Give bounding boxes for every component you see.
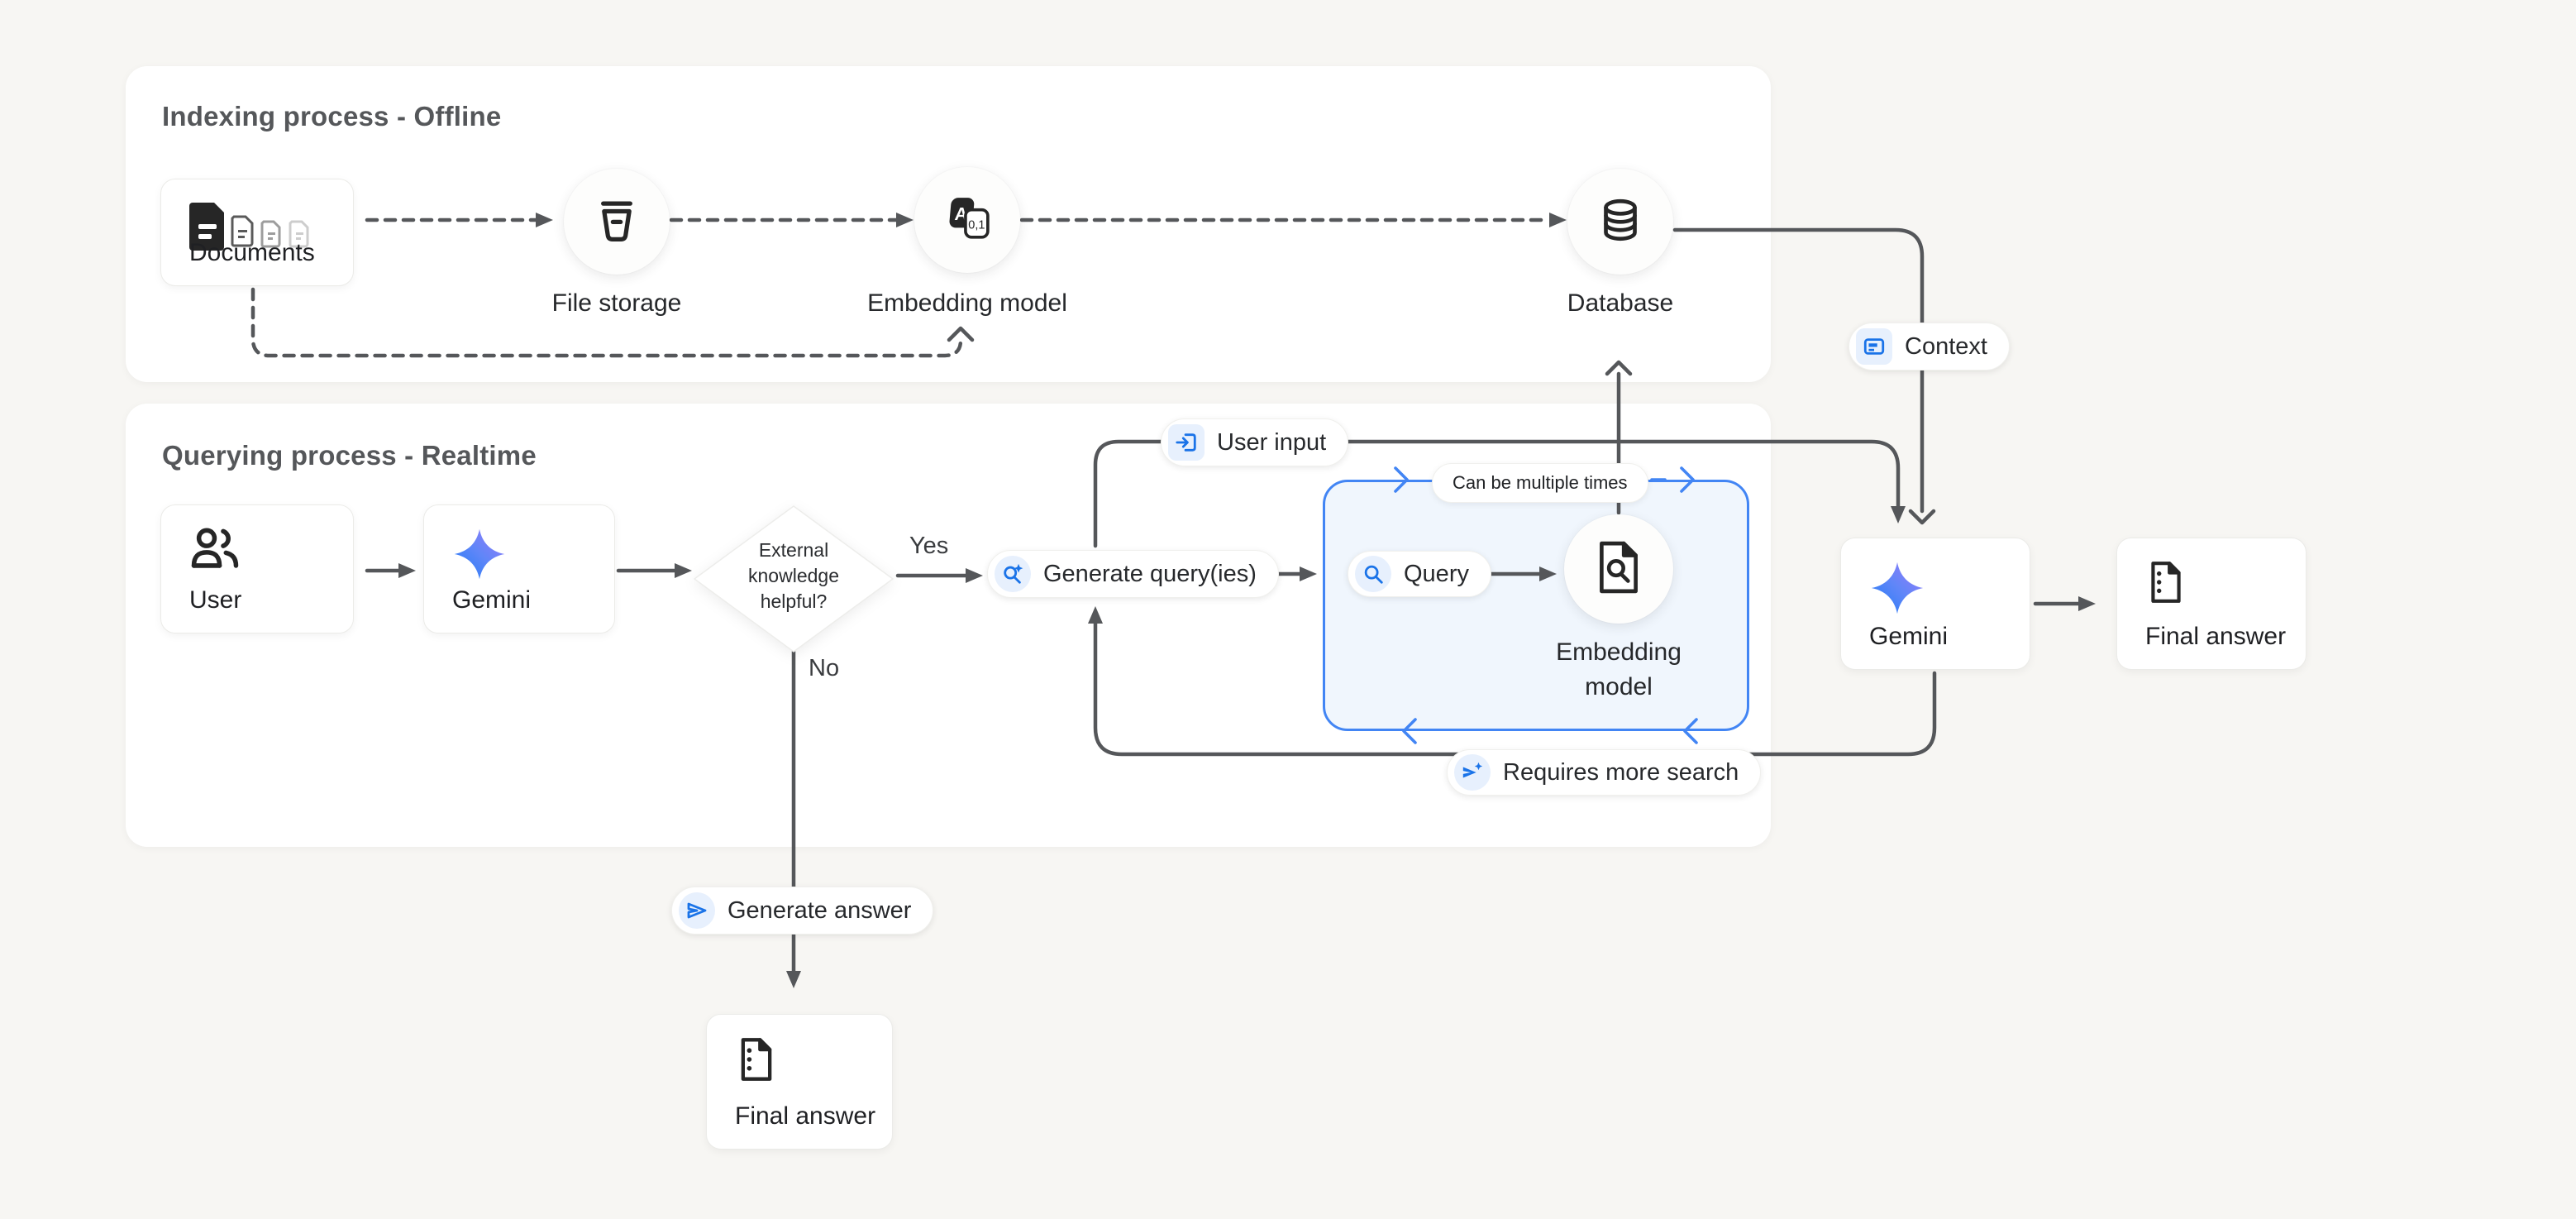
user-input-pill: User input [1161, 418, 1349, 466]
querying-panel-title: Querying process - Realtime [162, 440, 537, 471]
embedding-model-offline-node: A 0,1 [914, 167, 1020, 273]
doc-search-icon [1594, 540, 1643, 599]
query-pill-label: Query [1404, 560, 1469, 587]
arrowhead-context-down [1908, 509, 1936, 525]
file-storage-label: File storage [551, 289, 682, 317]
gemini-card-label: Gemini [452, 586, 532, 614]
requires-more-search-pill: Requires more search [1447, 749, 1762, 796]
loop-note-label: Can be multiple times [1453, 472, 1628, 493]
user-card-label: User [189, 586, 242, 614]
database-icon [1597, 197, 1643, 247]
user-input-pill-label: User input [1217, 428, 1327, 456]
context-icon [1856, 328, 1892, 365]
gemini-final-card: Gemini [1840, 538, 2030, 670]
final-answer-bottom-label: Final answer [735, 1102, 876, 1130]
loop-note-pill: Can be multiple times [1432, 463, 1648, 503]
embedding-model-query-node [1564, 514, 1673, 624]
users-icon [189, 528, 241, 575]
generate-queries-pill-label: Generate query(ies) [1043, 560, 1257, 587]
indexing-panel-title: Indexing process - Offline [162, 101, 502, 131]
final-answer-icon [2145, 562, 2187, 608]
embedding-model-offline-label: Embedding model [867, 289, 1067, 317]
requires-more-search-pill-label: Requires more search [1503, 758, 1739, 786]
yes-edge-label: Yes [909, 533, 949, 559]
final-answer-icon [735, 1038, 778, 1086]
final-answer-right-label: Final answer [2145, 623, 2287, 650]
send-outline-icon [679, 892, 715, 929]
user-card: User [160, 504, 354, 633]
embedding-model-query-label: Embedding model [1556, 638, 1682, 700]
generate-queries-pill: Generate query(ies) [987, 550, 1279, 598]
final-answer-bottom-card: Final answer [706, 1014, 893, 1150]
context-pill-label: Context [1905, 332, 1987, 360]
search-sparkle-icon [995, 556, 1031, 592]
generate-answer-pill-label: Generate answer [727, 896, 912, 924]
no-edge-label: No [809, 655, 840, 681]
svg-text:0,1: 0,1 [968, 218, 985, 232]
decision-diamond-label: External knowledge helpful? [748, 539, 839, 612]
decision-diamond [694, 505, 894, 653]
database-label: Database [1567, 289, 1674, 317]
documents-icon [189, 203, 322, 256]
search-icon [1355, 556, 1391, 592]
final-answer-right-card: Final answer [2116, 538, 2306, 670]
send-sparkle-icon [1454, 754, 1491, 791]
documents-card: Documents [160, 179, 354, 286]
gemini-sparkle-icon [1869, 562, 1925, 619]
context-pill: Context [1849, 323, 2010, 370]
gemini-card: Gemini [423, 504, 615, 633]
file-storage-icon [594, 197, 640, 247]
query-pill: Query [1348, 551, 1491, 597]
file-storage-node [564, 169, 670, 275]
generate-answer-pill: Generate answer [671, 887, 934, 935]
gemini-sparkle-icon [452, 528, 507, 585]
documents-card-label: Documents [189, 239, 315, 266]
gemini-final-card-label: Gemini [1869, 623, 1949, 650]
input-icon [1168, 424, 1205, 461]
translate-model-icon: A 0,1 [943, 194, 991, 246]
database-node [1567, 169, 1673, 275]
